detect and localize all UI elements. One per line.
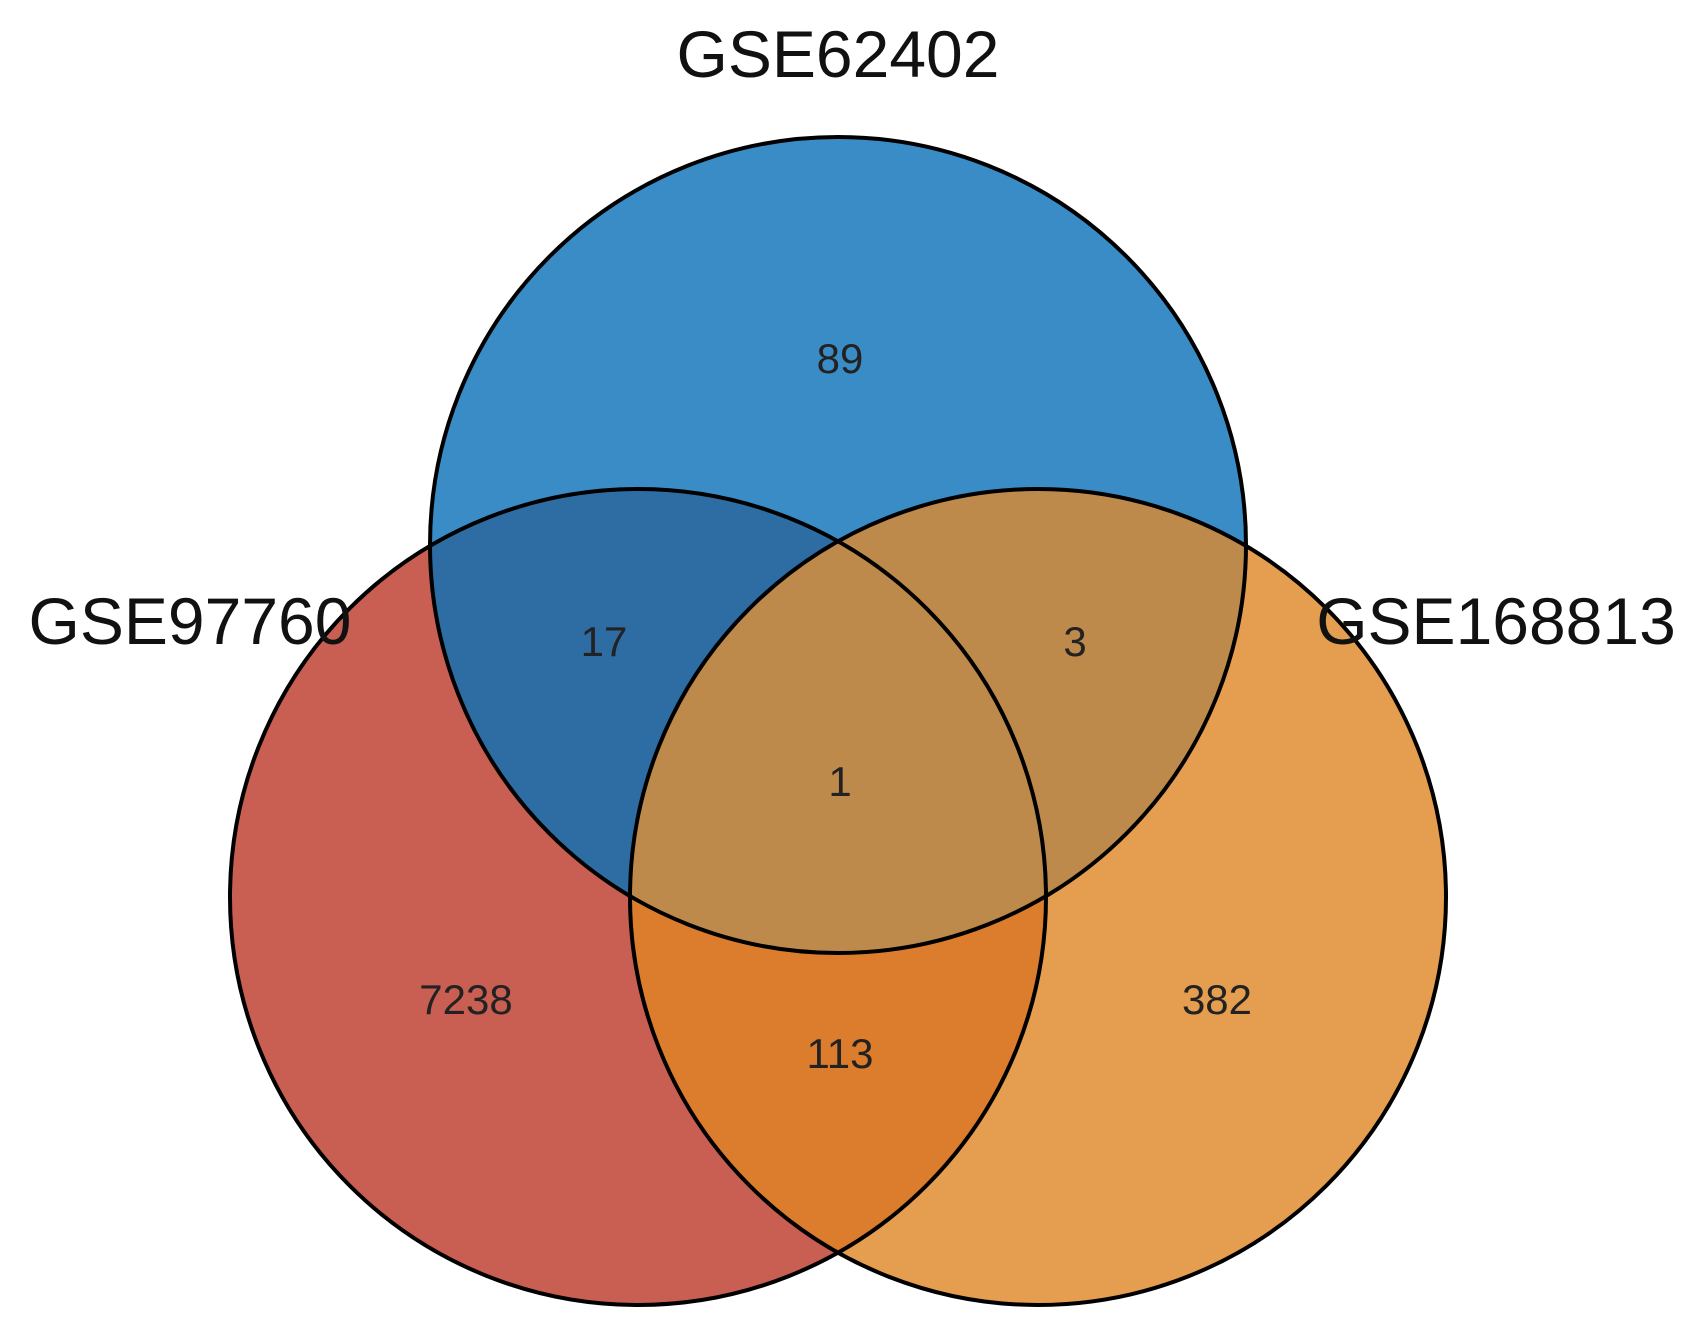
set-label-right: GSE168813 (1316, 584, 1676, 658)
count-right-only: 382 (1182, 976, 1252, 1023)
set-label-left: GSE97760 (29, 584, 352, 658)
set-left-outline (228, 487, 1048, 1307)
set-right-outline (628, 487, 1448, 1307)
count-top-left: 17 (581, 618, 628, 665)
region-all-three-fill (630, 489, 1046, 953)
count-all-three: 1 (828, 758, 851, 805)
count-left-only: 7238 (419, 976, 512, 1023)
count-top-right: 3 (1063, 618, 1086, 665)
count-left-right: 113 (807, 1030, 874, 1077)
set-label-top: GSE62402 (677, 17, 1000, 91)
count-top-only: 89 (817, 335, 864, 382)
